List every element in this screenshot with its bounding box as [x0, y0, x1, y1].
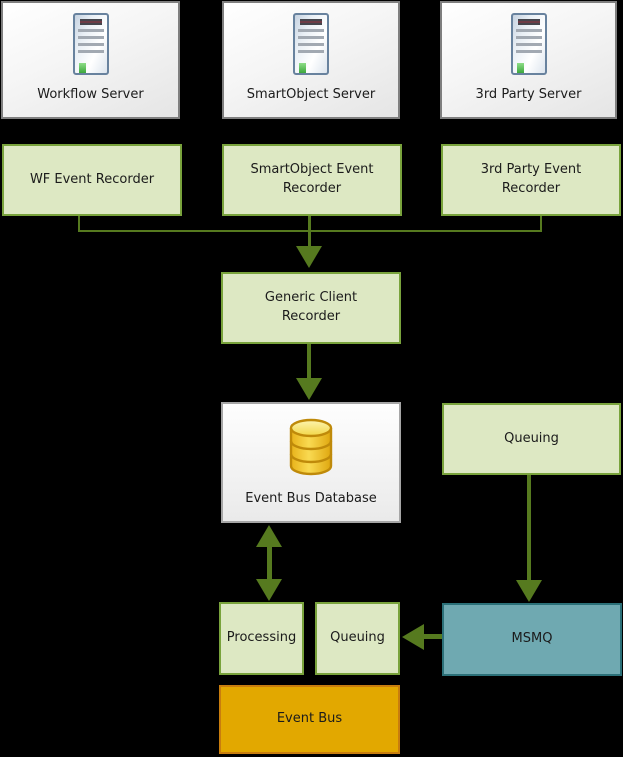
server-icon-top-bar	[79, 19, 102, 25]
arrowhead-to-generic-recorder	[296, 246, 322, 268]
node-event-bus: Event Bus	[219, 685, 400, 754]
connector-wf-recorder-stub	[78, 216, 80, 232]
node-label: Queuing	[504, 430, 559, 446]
node-label: 3rd Party Event Recorder	[480, 162, 582, 196]
server-icon-stripes	[298, 29, 324, 54]
database-cylinder-icon	[289, 418, 333, 476]
node-msmq: MSMQ	[442, 603, 622, 676]
node-label: 3rd Party Server	[475, 87, 582, 103]
connector-3rdparty-recorder-stub	[540, 216, 542, 232]
server-icon	[510, 13, 547, 75]
node-label: WF Event Recorder	[29, 171, 155, 187]
node-workflow-server: Workflow Server	[1, 1, 180, 119]
arrowhead-to-queuing-bottom	[402, 624, 424, 650]
node-wf-event-recorder: WF Event Recorder	[2, 144, 182, 216]
node-processing: Processing	[219, 602, 304, 675]
node-queuing-top: Queuing	[442, 403, 621, 475]
arrowhead-to-database-up	[256, 525, 282, 547]
node-label: Workflow Server	[37, 87, 144, 103]
node-generic-client-recorder: Generic Client Recorder	[221, 272, 401, 344]
server-icon-stripes	[515, 29, 542, 54]
node-label: SmartObject Event Recorder	[250, 162, 374, 196]
connector-center-vertical-line	[308, 216, 311, 248]
connector-msmq-to-queuing-line	[423, 634, 442, 639]
node-smartobject-server: SmartObject Server	[222, 1, 400, 119]
node-label: SmartObject Server	[246, 87, 376, 103]
connector-db-processing-line	[267, 545, 272, 581]
server-icon-stripes	[77, 29, 104, 54]
node-third-party-event-recorder: 3rd Party Event Recorder	[441, 144, 621, 216]
arrowhead-to-database	[296, 378, 322, 400]
server-icon-led	[299, 63, 306, 73]
node-smartobject-event-recorder: SmartObject Event Recorder	[222, 144, 402, 216]
connector-queuing-to-msmq-line	[527, 475, 531, 580]
arrowhead-to-processing-down	[256, 579, 282, 601]
server-icon	[72, 13, 109, 75]
server-icon-led	[78, 63, 86, 73]
node-third-party-server: 3rd Party Server	[440, 1, 617, 119]
server-icon	[293, 13, 329, 75]
server-icon-led	[516, 63, 524, 73]
connector-generic-to-db-line	[307, 344, 311, 378]
node-label: Event Bus	[276, 711, 343, 727]
arrowhead-to-msmq	[516, 580, 542, 602]
node-label: Processing	[226, 630, 297, 646]
server-icon-top-bar	[300, 19, 322, 25]
node-label: Queuing	[330, 630, 385, 646]
node-label: Event Bus Database	[245, 491, 377, 507]
server-icon-top-bar	[517, 19, 540, 25]
node-queuing-bottom: Queuing	[315, 602, 400, 675]
node-label: Generic Client Recorder	[264, 290, 358, 324]
node-label: MSMQ	[511, 631, 553, 647]
node-event-bus-database: Event Bus Database	[221, 402, 401, 523]
